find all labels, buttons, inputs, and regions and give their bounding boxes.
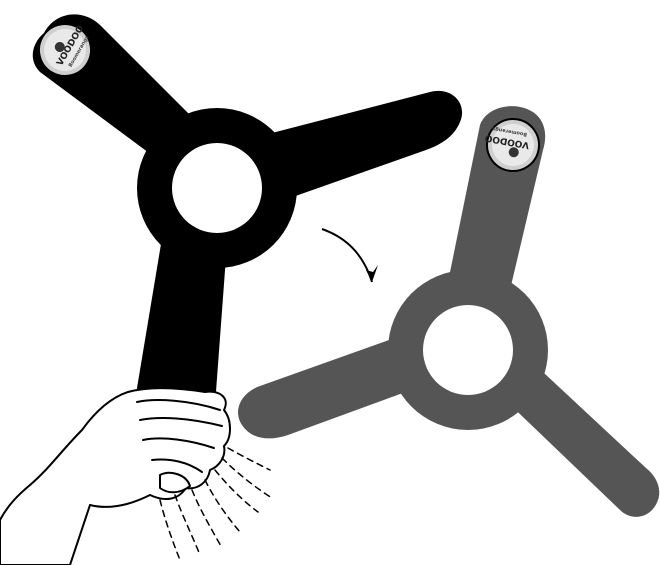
curved-arrow-icon: [322, 229, 378, 282]
hand-icon: [0, 388, 230, 565]
